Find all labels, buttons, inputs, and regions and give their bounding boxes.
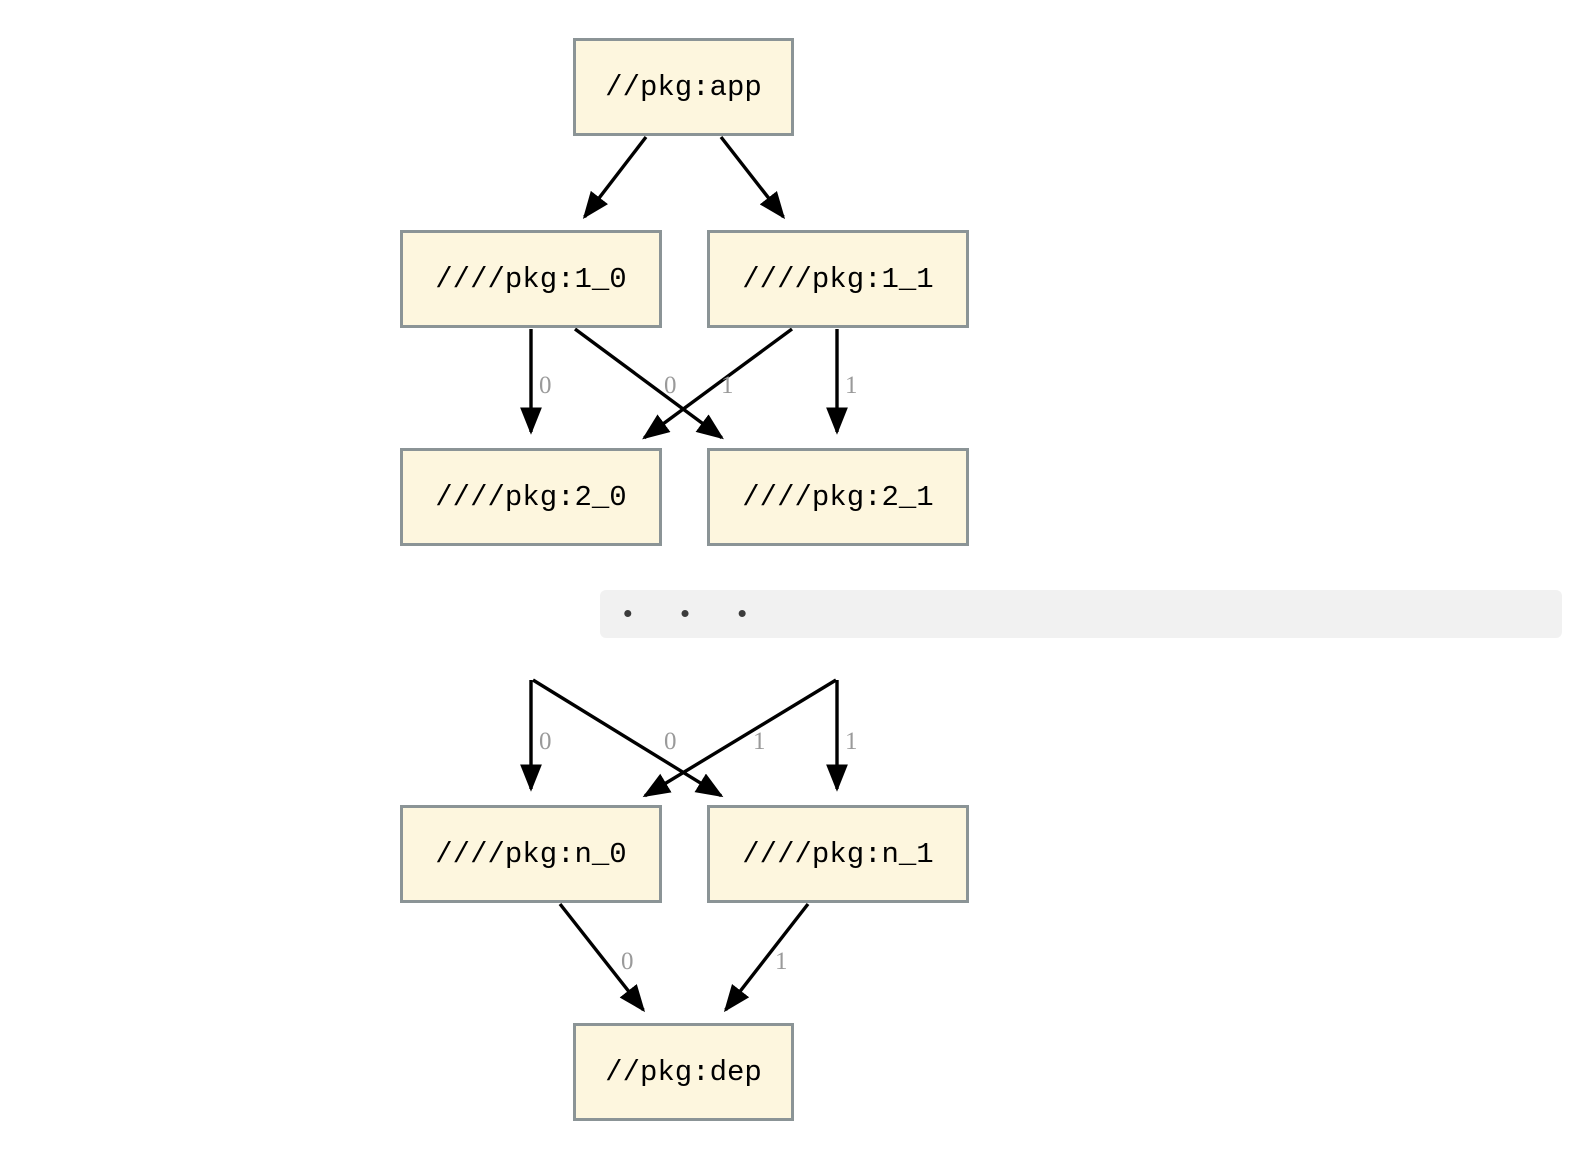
edge-label-6: 0 xyxy=(539,728,552,755)
graph-node-ln_1[interactable]: ////pkg:n_1 xyxy=(707,805,969,903)
graph-edge-1 xyxy=(719,135,786,220)
graph-node-l2_1[interactable]: ////pkg:2_1 xyxy=(707,448,969,546)
graph-edge-0 xyxy=(582,135,648,220)
truncation-ellipsis-band: • • • xyxy=(600,590,1562,638)
edge-lines xyxy=(520,135,848,1013)
graph-node-label: ////pkg:n_0 xyxy=(435,837,627,871)
graph-node-l2_0[interactable]: ////pkg:2_0 xyxy=(400,448,662,546)
graph-edge-10 xyxy=(558,902,646,1013)
edge-label-8: 1 xyxy=(753,728,766,755)
graph-node-l1_1[interactable]: ////pkg:1_1 xyxy=(707,230,969,328)
graph-edge-3 xyxy=(573,327,724,440)
graph-node-app[interactable]: //pkg:app xyxy=(573,38,794,136)
ellipsis-dots: • • • xyxy=(620,600,764,630)
graph-node-label: ////pkg:1_1 xyxy=(742,262,934,296)
edge-label-4: 1 xyxy=(721,372,734,399)
edge-label-2: 0 xyxy=(539,372,552,399)
edge-label-10: 0 xyxy=(621,948,634,975)
edge-label-11: 1 xyxy=(775,948,788,975)
graph-node-label: ////pkg:2_1 xyxy=(742,480,934,514)
graph-node-label: ////pkg:2_0 xyxy=(435,480,627,514)
graph-node-l1_0[interactable]: ////pkg:1_0 xyxy=(400,230,662,328)
edge-label-5: 1 xyxy=(845,372,858,399)
edge-label-3: 0 xyxy=(664,372,677,399)
graph-node-dep[interactable]: //pkg:dep xyxy=(573,1023,794,1121)
graph-edge-11 xyxy=(723,902,810,1013)
graph-node-label: //pkg:app xyxy=(605,70,762,104)
edge-label-7: 0 xyxy=(664,728,677,755)
graph-edge-8 xyxy=(642,678,837,798)
graph-edge-7 xyxy=(532,678,724,798)
graph-node-label: //pkg:dep xyxy=(605,1055,762,1089)
graph-node-label: ////pkg:n_1 xyxy=(742,837,934,871)
graph-node-ln_0[interactable]: ////pkg:n_0 xyxy=(400,805,662,903)
edge-label-9: 1 xyxy=(845,728,858,755)
graph-edge-4 xyxy=(642,327,794,440)
graph-node-label: ////pkg:1_0 xyxy=(435,262,627,296)
